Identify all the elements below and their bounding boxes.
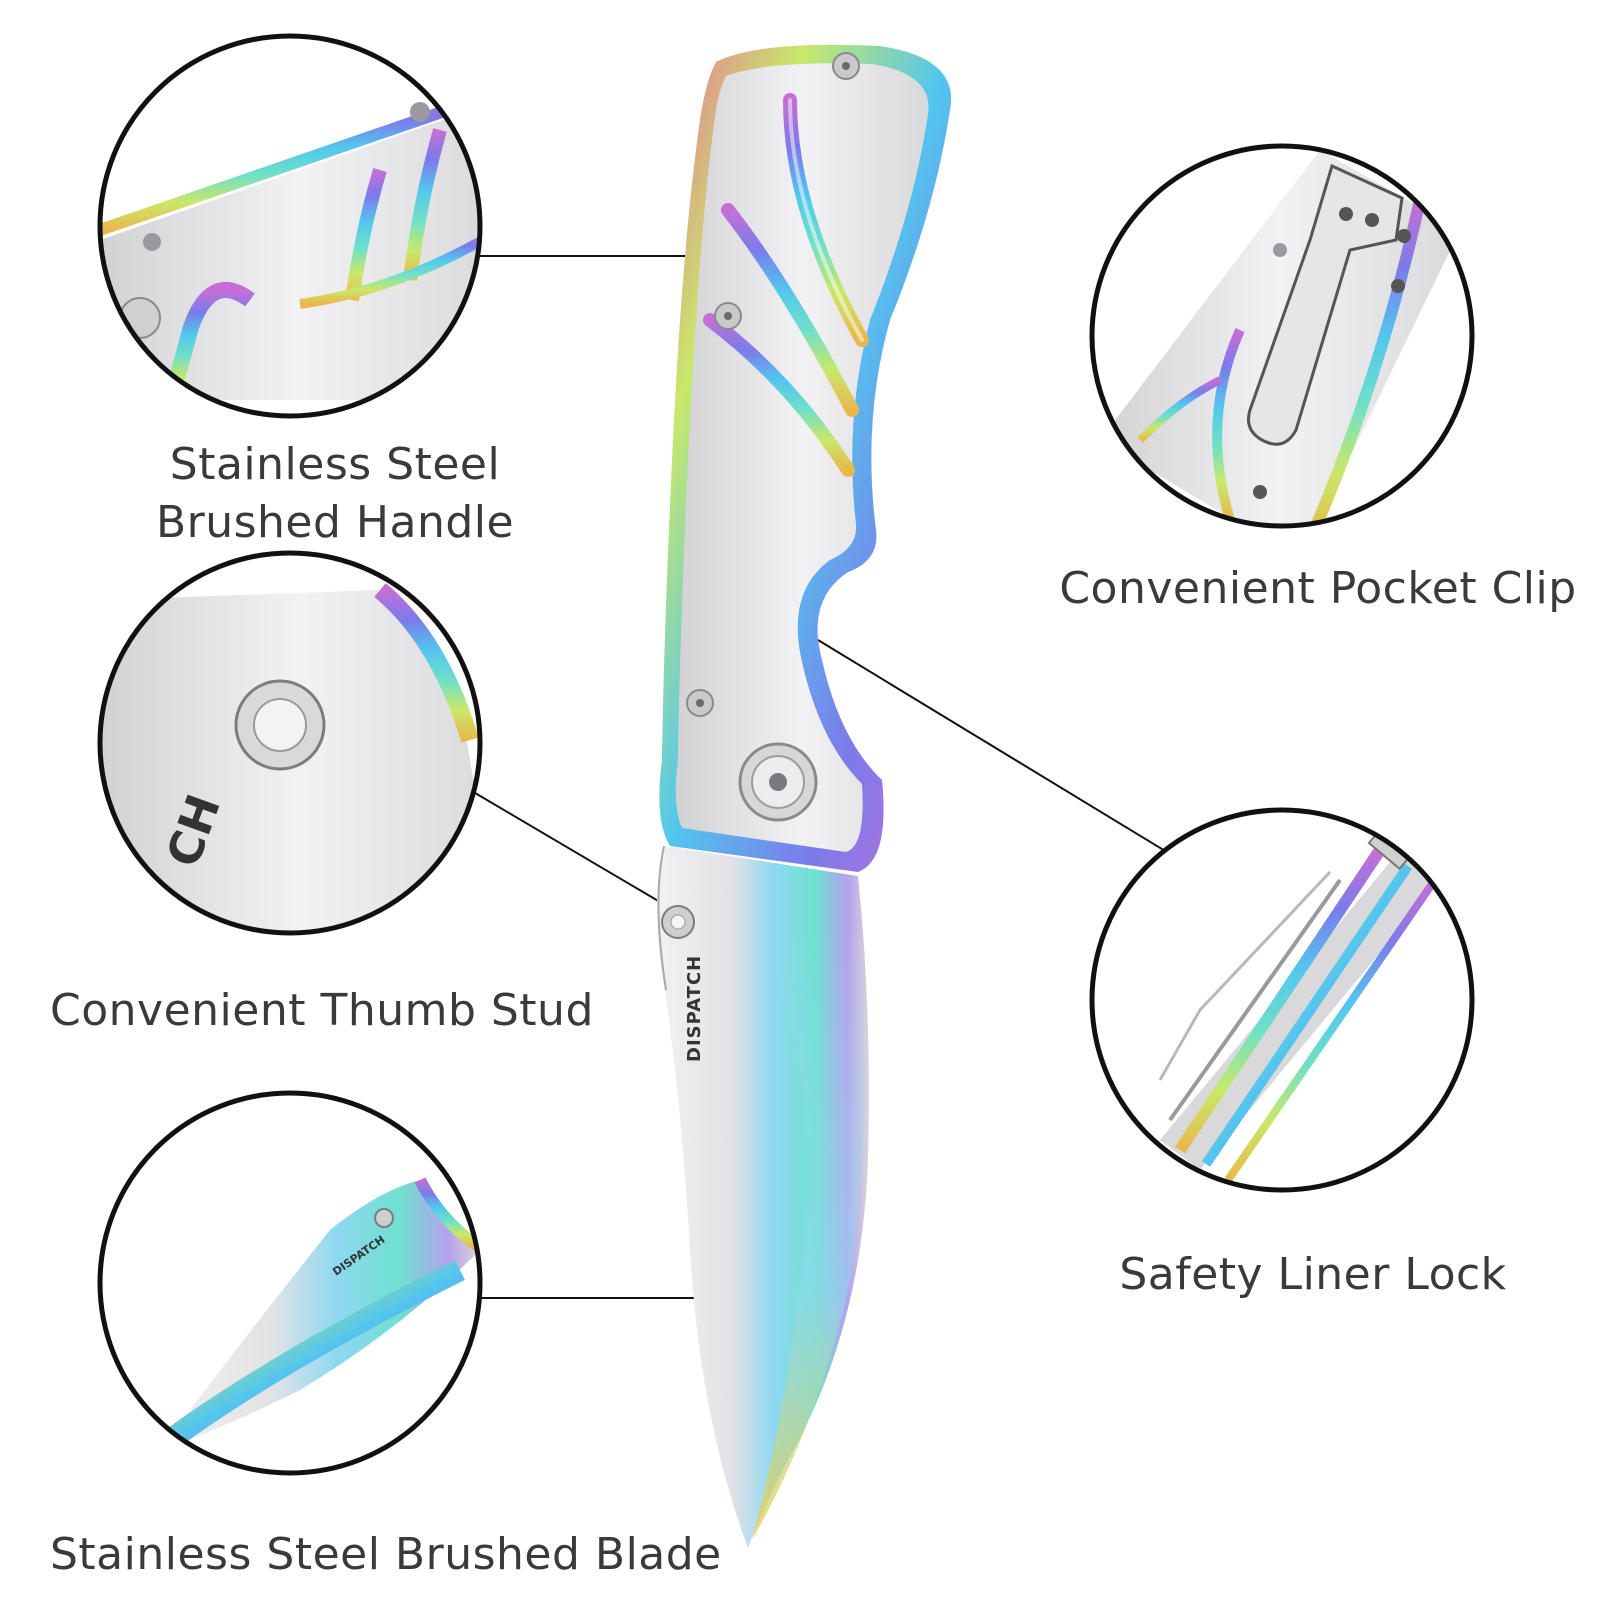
handle-screws: [686, 52, 860, 822]
leader-line-liner-lock: [817, 639, 1181, 861]
blade-logo: DISPATCH: [684, 955, 705, 1062]
label-liner-lock: Safety Liner Lock: [1118, 1246, 1508, 1304]
label-liner-lock-text: Safety Liner Lock: [1119, 1249, 1507, 1300]
label-pocket-clip: Convenient Pocket Clip: [1058, 560, 1578, 618]
handle-scale: [675, 63, 929, 852]
blade-spine-line: [657, 845, 667, 991]
handle-grooves: [703, 93, 869, 477]
detail-circle-blade: DISPATCH: [97, 1090, 483, 1476]
label-thumb-stud-text: Convenient Thumb Stud: [50, 985, 594, 1036]
thumb-stud: [661, 905, 695, 939]
label-blade-text: Stainless Steel Brushed Blade: [50, 1529, 722, 1580]
pocket-clip: [1247, 163, 1404, 446]
label-thumb-stud: Convenient Thumb Stud: [50, 982, 594, 1040]
detail-circle-thumb-stud: CH: [97, 550, 483, 936]
label-pocket-clip-text: Convenient Pocket Clip: [1059, 563, 1577, 614]
label-handle-line1: Stainless Steel: [169, 439, 501, 490]
label-handle: Stainless Steel Brushed Handle: [150, 436, 520, 552]
detail-circle-pocket-clip: [1089, 143, 1475, 529]
leader-line-thumb-stud: [469, 789, 661, 903]
label-blade: Stainless Steel Brushed Blade: [50, 1526, 722, 1584]
detail-circle-liner-lock: [1089, 807, 1475, 1193]
blade-edge-sheen: [752, 930, 865, 1540]
detail-circle-handle: [97, 33, 483, 419]
folding-knife: DISPATCH: [656, 44, 952, 1548]
label-handle-line2: Brushed Handle: [155, 497, 515, 548]
